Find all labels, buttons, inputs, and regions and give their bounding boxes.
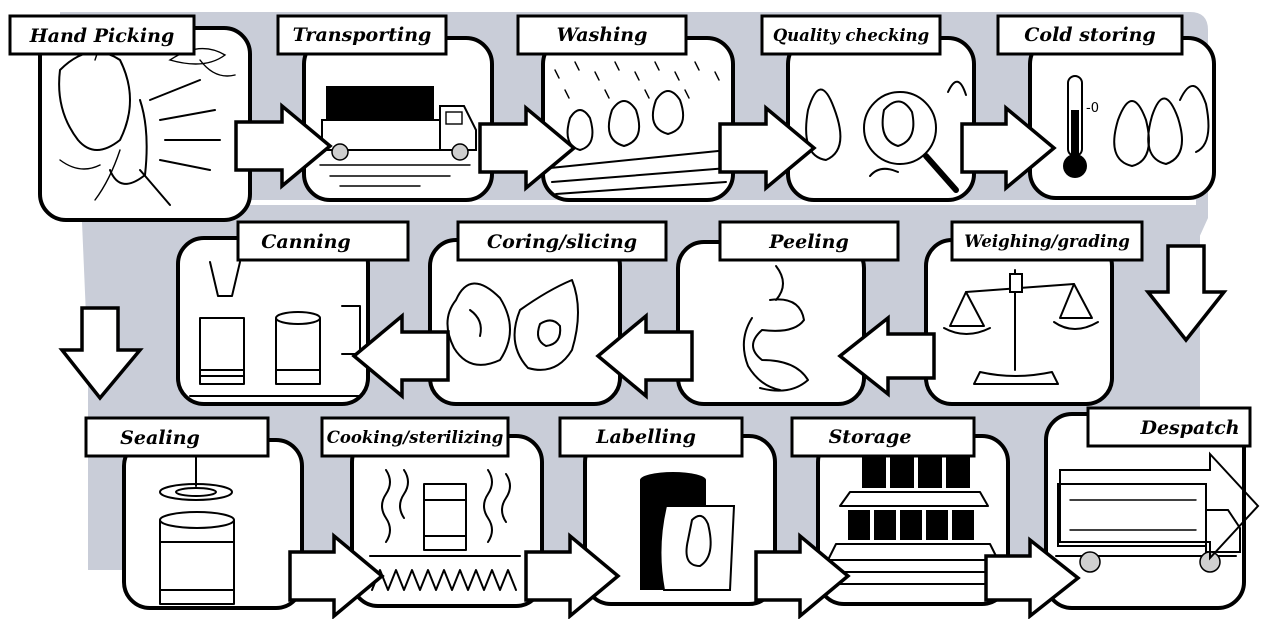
arrow-despatch-out [1059,451,1260,561]
label-quality-checking: Quality checking [760,14,942,56]
frame-coring-slicing [428,238,622,406]
label-quality-checking-text: Quality checking [773,26,929,45]
label-cold-storing: Cold storing [996,14,1184,56]
arrow-peeling-to-coring-slicing [595,312,694,400]
arrow-sealing-to-cooking-sterilizing [288,532,385,619]
frame-peeling [676,240,866,406]
label-cold-storing-text: Cold storing [1024,24,1155,46]
arrow-canning-to-sealing [58,306,144,401]
can-sealing-icon [159,451,235,605]
arrow-quality-checking-to-cold-storing [960,104,1057,192]
label-despatch-text: Despatch [1139,417,1239,439]
arrow-cooking-sterilizing-to-labelling [524,532,621,619]
labelled-can-icon [640,472,736,591]
label-hand-picking-text: Hand Picking [29,25,175,47]
frame-canning [176,236,370,406]
label-coring-slicing-text: Coring/slicing [487,231,637,253]
thermometer-pears-icon: -0 [1063,75,1210,178]
label-cooking-sterilizing-text: Cooking/sterilizing [327,428,503,447]
label-sealing: Sealing [84,416,270,458]
balance-scale-icon [943,269,1099,385]
label-storage: Storage [790,416,976,458]
arrow-coring-slicing-to-canning [351,312,450,400]
label-weighing-grading: Weighing/grading [950,220,1144,262]
label-weighing-grading-text: Weighing/grading [964,232,1130,251]
label-labelling: Labelling [558,416,744,458]
arrow-washing-to-quality-checking [718,104,817,192]
thermometer-mark: -0 [1086,101,1099,116]
arrow-transporting-to-washing [478,104,577,192]
label-storage-text: Storage [829,426,912,448]
label-washing-text: Washing [557,24,648,46]
cans-filling-icon [189,261,363,397]
label-cooking-sterilizing: Cooking/sterilizing [320,416,510,458]
label-despatch: Despatch [1086,406,1252,448]
frame-weighing-grading [924,238,1114,406]
label-hand-picking: Hand Picking [8,14,196,56]
truck-with-crates-icon [319,86,477,187]
label-canning: Canning [236,220,410,262]
delivery-truck-icon [1055,483,1241,573]
arrow-hand-picking-to-transporting [234,102,333,190]
arrow-labelling-to-storage [754,532,851,619]
peeled-pear-icon [742,265,809,392]
washing-pears-icon [549,61,729,195]
frame-cold-storing [1028,36,1216,200]
magnifying-glass-pear-icon [805,80,967,193]
arrow-weighing-grading-to-peeling [837,314,936,398]
label-washing: Washing [516,14,688,56]
label-coring-slicing: Coring/slicing [456,220,668,262]
label-labelling-text: Labelling [595,426,696,448]
label-canning-text: Canning [261,231,350,253]
label-peeling-text: Peeling [768,231,849,253]
stacked-cans-icon [827,456,1001,585]
frame-cooking-sterilizing [350,434,544,608]
arrow-storage-to-despatch [984,536,1081,619]
label-transporting-text: Transporting [293,24,432,46]
arrow-cold-storing-to-weighing-grading [1144,244,1228,343]
can-over-flames-icon [369,469,521,591]
label-peeling: Peeling [718,220,900,262]
label-transporting: Transporting [276,14,448,56]
label-sealing-text: Sealing [120,427,200,449]
